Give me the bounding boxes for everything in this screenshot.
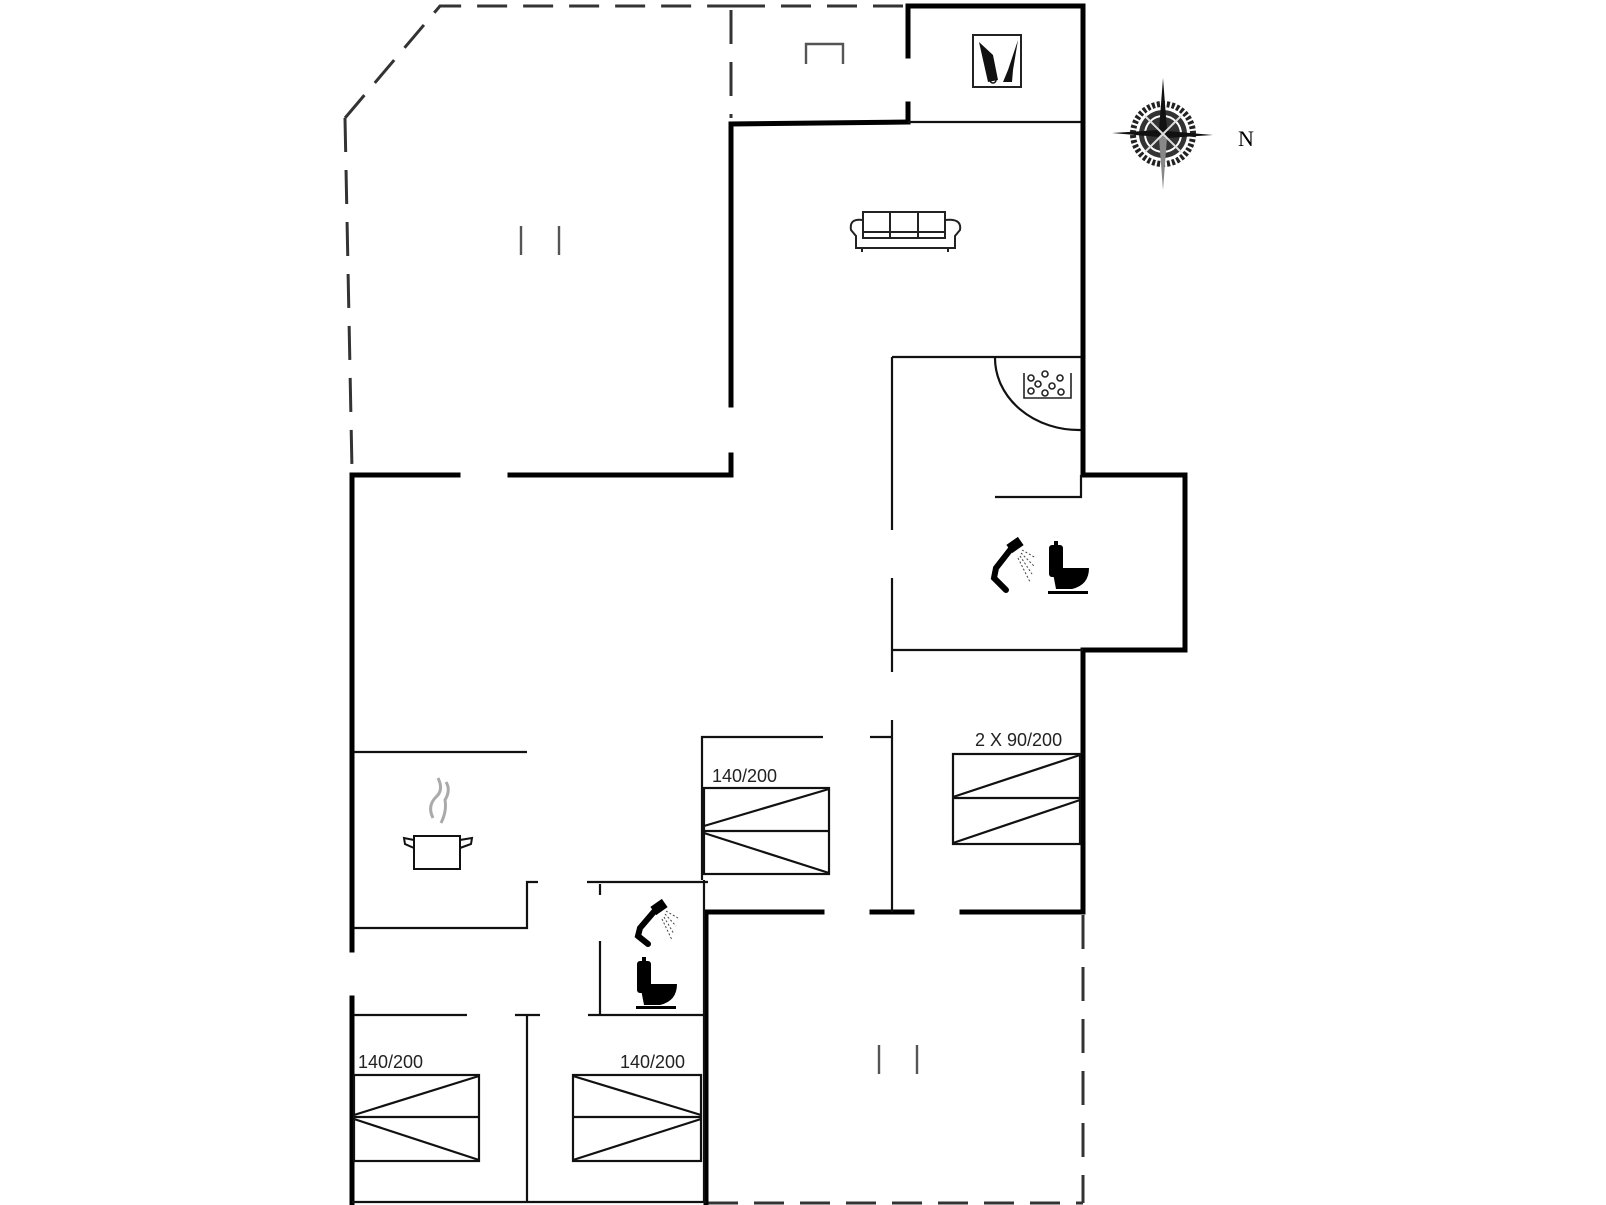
exterior-walls: [349, 3, 1188, 1205]
interior-walls: [352, 120, 1083, 1204]
shower-icon: [990, 536, 1037, 593]
cooking-pot-icon: [402, 777, 474, 870]
toilet-icon: [636, 957, 677, 1009]
bed-140-200: 140/200: [571, 1052, 703, 1163]
north-label: N: [1238, 126, 1254, 151]
bed-size-label: 140/200: [358, 1052, 423, 1072]
bed-size-label: 140/200: [712, 766, 777, 786]
sofa-icon: [849, 211, 962, 252]
bed-size-label: 2 X 90/200: [975, 730, 1062, 750]
bed-140-200: 140/200: [352, 1052, 481, 1163]
bed-size-label: 140/200: [620, 1052, 685, 1072]
cleaning-tools-icon: [972, 34, 1022, 88]
carport-icon: [804, 42, 845, 64]
whirlpool-icon: [1023, 370, 1072, 399]
terrace-marker-icon: [877, 1045, 919, 1074]
compass-rose-icon: [1112, 78, 1213, 190]
terrace-marker-icon: [519, 226, 561, 255]
bed-2x90-200: 2 X 90/200: [951, 730, 1082, 846]
terrace-outline: [343, 4, 1085, 1205]
door-swing-arc: [993, 356, 1082, 432]
bed-140-200: 140/200: [702, 766, 831, 876]
shower-icon: [634, 898, 679, 947]
toilet-icon: [1048, 541, 1089, 594]
